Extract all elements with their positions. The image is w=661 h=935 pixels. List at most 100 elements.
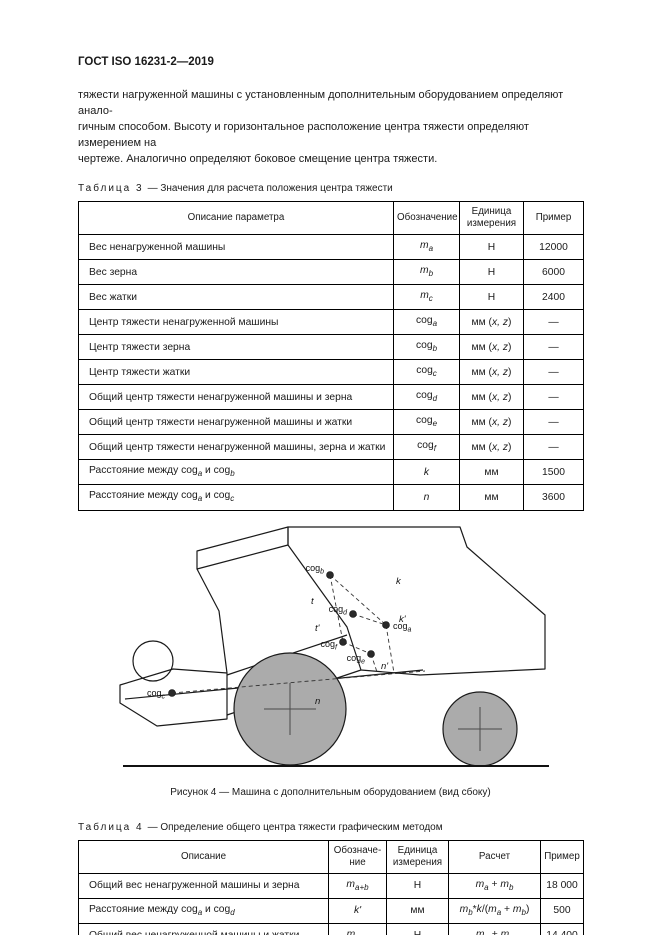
symbol-cell: mc bbox=[393, 284, 460, 311]
cog-a-label: coga bbox=[393, 621, 412, 634]
table3-caption: Таблица 3— Значения для расчета положени… bbox=[78, 183, 583, 194]
dim-t-prime-label: t' bbox=[315, 623, 321, 634]
example-cell: 6000 bbox=[523, 259, 584, 286]
line-a-down bbox=[385, 624, 395, 673]
unit-cell: мм bbox=[386, 897, 449, 924]
param-desc-cell: Вес жатки bbox=[78, 284, 394, 311]
intro-line-3: чертеже. Аналогично определяют боковое с… bbox=[78, 153, 438, 165]
symbol-cell: cogd bbox=[393, 384, 460, 411]
unit-cell: Н bbox=[386, 922, 449, 935]
table-row: Центр тяжести жатки cogc мм (x, z) — bbox=[78, 359, 584, 386]
table4-header-example: Пример bbox=[540, 839, 584, 874]
table-row: Вес жатки mc Н 2400 bbox=[78, 284, 584, 311]
calc-cell: ma + mc bbox=[448, 922, 541, 935]
param-desc-cell: Общий центр тяжести ненагруженной машины… bbox=[78, 434, 394, 461]
unit-cell: мм bbox=[459, 484, 524, 511]
symbol-cell: n bbox=[393, 484, 460, 511]
example-cell: — bbox=[523, 384, 584, 411]
symbol-cell: k' bbox=[328, 897, 387, 924]
line-k-prime bbox=[352, 613, 387, 625]
unit-cell: мм (x, z) bbox=[459, 334, 524, 361]
intro-line-2: гичным способом. Высоту и горизонтальное… bbox=[78, 121, 529, 149]
dim-n-label: n bbox=[315, 696, 320, 707]
table-row: Общий центр тяжести ненагруженной машины… bbox=[78, 434, 584, 461]
cog-f-label: cogf bbox=[321, 639, 339, 652]
table4: Описание Обозначе-ние Единица измерения … bbox=[78, 839, 584, 935]
machine-body bbox=[287, 525, 546, 676]
cog-c-point bbox=[168, 688, 176, 697]
machine-side-view-drawing: cogb cogd coga cogf coge cogc k k' t t' … bbox=[119, 525, 549, 767]
line-n bbox=[171, 670, 426, 693]
unloader-arm bbox=[196, 525, 289, 570]
table-row: Общий центр тяжести ненагруженной машины… bbox=[78, 384, 584, 411]
example-cell: 1500 bbox=[523, 459, 584, 486]
dim-k-label: k bbox=[396, 576, 402, 587]
table3-caption-title: — Значения для расчета положения центра … bbox=[147, 183, 393, 194]
table3-caption-label: Таблица 3 bbox=[78, 183, 144, 194]
header-platform bbox=[119, 667, 228, 727]
unit-cell: Н bbox=[459, 233, 524, 261]
param-desc-cell: Общий вес ненагруженной машины и жатки bbox=[78, 922, 329, 935]
table4-caption-label: Таблица 4 bbox=[78, 821, 144, 833]
example-cell: 12000 bbox=[523, 233, 584, 261]
symbol-cell: coga bbox=[393, 309, 460, 336]
table-row: Вес зерна mb Н 6000 bbox=[78, 259, 584, 286]
param-desc-cell: Вес зерна bbox=[78, 259, 394, 286]
table4-header-symbol: Обозначе-ние bbox=[328, 839, 387, 874]
dim-t-label: t bbox=[311, 596, 314, 607]
table-row: Вес ненагруженной машины ma Н 12000 bbox=[78, 233, 584, 261]
table-row: Расстояние между coga и cogd k' мм mb*k/… bbox=[78, 897, 584, 924]
param-desc-cell: Центр тяжести ненагруженной машины bbox=[78, 309, 394, 336]
table3-header-symbol: Обозначение bbox=[393, 201, 460, 235]
param-desc-cell: Вес ненагруженной машины bbox=[78, 233, 394, 261]
symbol-cell: cogf bbox=[393, 434, 460, 461]
cog-e-point bbox=[367, 649, 375, 658]
param-desc-cell: Общий центр тяжести ненагруженной машины… bbox=[78, 409, 394, 436]
param-desc-cell: Расстояние между coga и cogb bbox=[78, 459, 394, 486]
example-cell: 18 000 bbox=[540, 872, 584, 899]
cog-d-label: cogd bbox=[329, 604, 349, 617]
cog-b-point bbox=[326, 570, 334, 579]
table3-header-example: Пример bbox=[523, 201, 584, 235]
table3-header-unit: Единица измерения bbox=[459, 201, 524, 235]
cab-front-line bbox=[196, 568, 228, 673]
example-cell: 14 400 bbox=[540, 922, 584, 935]
table4-header-desc: Описание bbox=[78, 839, 329, 874]
cog-d-point bbox=[349, 609, 357, 618]
cog-a-point bbox=[382, 620, 390, 629]
param-desc-cell: Расстояние между coga и cogc bbox=[78, 484, 394, 511]
table-row: Центр тяжести зерна cogb мм (x, z) — bbox=[78, 334, 584, 361]
line-t bbox=[329, 574, 344, 642]
table-row: Расстояние между coga и cogb k мм 1500 bbox=[78, 459, 584, 486]
table-row: Расстояние между coga и cogc n мм 3600 bbox=[78, 484, 584, 511]
param-desc-cell: Центр тяжести жатки bbox=[78, 359, 394, 386]
table-row: Центр тяжести ненагруженной машины coga … bbox=[78, 309, 584, 336]
symbol-cell: k bbox=[393, 459, 460, 486]
unit-cell: мм (x, z) bbox=[459, 359, 524, 386]
symbol-cell: mb bbox=[393, 259, 460, 286]
unit-cell: мм (x, z) bbox=[459, 434, 524, 461]
table3-header-desc: Описание параметра bbox=[78, 201, 394, 235]
line-k bbox=[329, 574, 387, 625]
example-cell: — bbox=[523, 409, 584, 436]
table4-header-calc: Расчет bbox=[448, 839, 541, 874]
symbol-cell: ma+b bbox=[328, 872, 387, 899]
table3-header-row: Описание параметра Обозначение Единица и… bbox=[78, 201, 584, 235]
param-desc-cell: Общий вес ненагруженной машины и зерна bbox=[78, 872, 329, 899]
intro-line-1: тяжести нагруженной машины с установленн… bbox=[78, 89, 564, 117]
example-cell: — bbox=[523, 359, 584, 386]
construction-lines bbox=[171, 574, 426, 693]
cog-points bbox=[168, 570, 390, 697]
table4-header-unit: Единица измерения bbox=[386, 839, 449, 874]
figure-caption: Рисунок 4 — Машина с дополнительным обор… bbox=[170, 786, 491, 798]
reel-circle bbox=[132, 639, 174, 682]
example-cell: — bbox=[523, 434, 584, 461]
intro-paragraph: тяжести нагруженной машины с установленн… bbox=[78, 87, 583, 167]
calc-cell: mb*k/(ma + mb) bbox=[448, 897, 541, 924]
example-cell: — bbox=[523, 309, 584, 336]
table-row: Общий вес ненагруженной машины и жатки m… bbox=[78, 922, 584, 935]
figure-4: cogb cogd coga cogf coge cogc k k' t t' … bbox=[115, 523, 583, 778]
table4-caption-title: — Определение общего центра тяжести граф… bbox=[147, 821, 443, 833]
cog-b-label: cogb bbox=[306, 563, 325, 576]
